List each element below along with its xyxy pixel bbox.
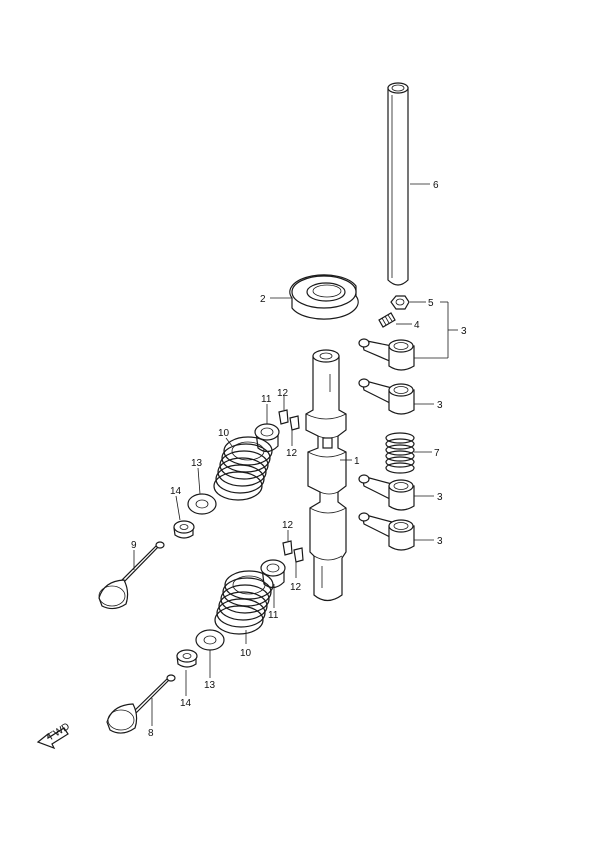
fwd-arrow-icon: FWD — [36, 721, 72, 750]
part-10-valve-spring-lower — [214, 570, 274, 635]
part-12-cotter-key-d — [293, 547, 304, 563]
callout-3-b: 3 — [437, 400, 443, 411]
part-12-cotter-key-b — [289, 415, 300, 431]
part-4-adjusting-screw — [378, 312, 396, 328]
callout-14-upper: 14 — [170, 486, 182, 497]
callout-5: 5 — [428, 298, 434, 309]
callout-12-d: 12 — [290, 582, 302, 593]
part-3-rocker-arm-3 — [358, 474, 415, 511]
callout-11-upper: 11 — [261, 394, 272, 405]
part-5-nut — [390, 295, 410, 310]
part-13-washer-upper — [187, 493, 217, 515]
callout-12-b: 12 — [286, 448, 298, 459]
callout-3-d: 3 — [437, 536, 443, 547]
callout-6: 6 — [433, 180, 439, 191]
part-1-camshaft — [305, 349, 347, 602]
callout-14-lower: 14 — [180, 698, 192, 709]
part-8-valve — [106, 674, 176, 734]
part-10-valve-spring-upper — [213, 436, 273, 501]
callout-labels: 6 2 5 4 3 3 7 3 3 1 11 12 12 10 13 14 9 … — [131, 180, 467, 739]
part-12-cotter-key-a — [278, 409, 289, 425]
callout-12-c: 12 — [282, 520, 294, 531]
callout-1: 1 — [354, 456, 360, 467]
callout-13-upper: 13 — [191, 458, 203, 469]
part-2-oil-seal — [289, 274, 359, 320]
part-11-retainer-lower — [260, 559, 286, 589]
callout-7: 7 — [434, 448, 440, 459]
part-3-rocker-arm-1 — [358, 338, 415, 371]
part-12-cotter-key-c — [282, 540, 293, 556]
callout-4: 4 — [414, 320, 420, 331]
callout-9: 9 — [131, 540, 137, 551]
callout-10-lower: 10 — [240, 648, 252, 659]
callout-13-lower: 13 — [204, 680, 216, 691]
part-14-stem-seal-upper — [173, 520, 195, 539]
part-6-rod — [387, 82, 409, 286]
leader-lines — [133, 183, 458, 726]
callout-8: 8 — [148, 728, 154, 739]
callout-3-group: 3 — [461, 326, 467, 337]
part-13-washer-lower — [195, 629, 225, 651]
part-7-rocker-spring — [385, 432, 415, 474]
part-9-valve — [98, 541, 165, 610]
callout-3-c: 3 — [437, 492, 443, 503]
part-3-rocker-arm-2 — [358, 378, 415, 415]
callout-11-lower: 11 — [268, 610, 279, 621]
callout-12-a: 12 — [277, 388, 289, 399]
part-3-rocker-arm-4 — [358, 512, 415, 551]
callout-2: 2 — [260, 294, 266, 305]
callout-10-upper: 10 — [218, 428, 230, 439]
part-14-stem-seal-lower — [176, 649, 198, 668]
